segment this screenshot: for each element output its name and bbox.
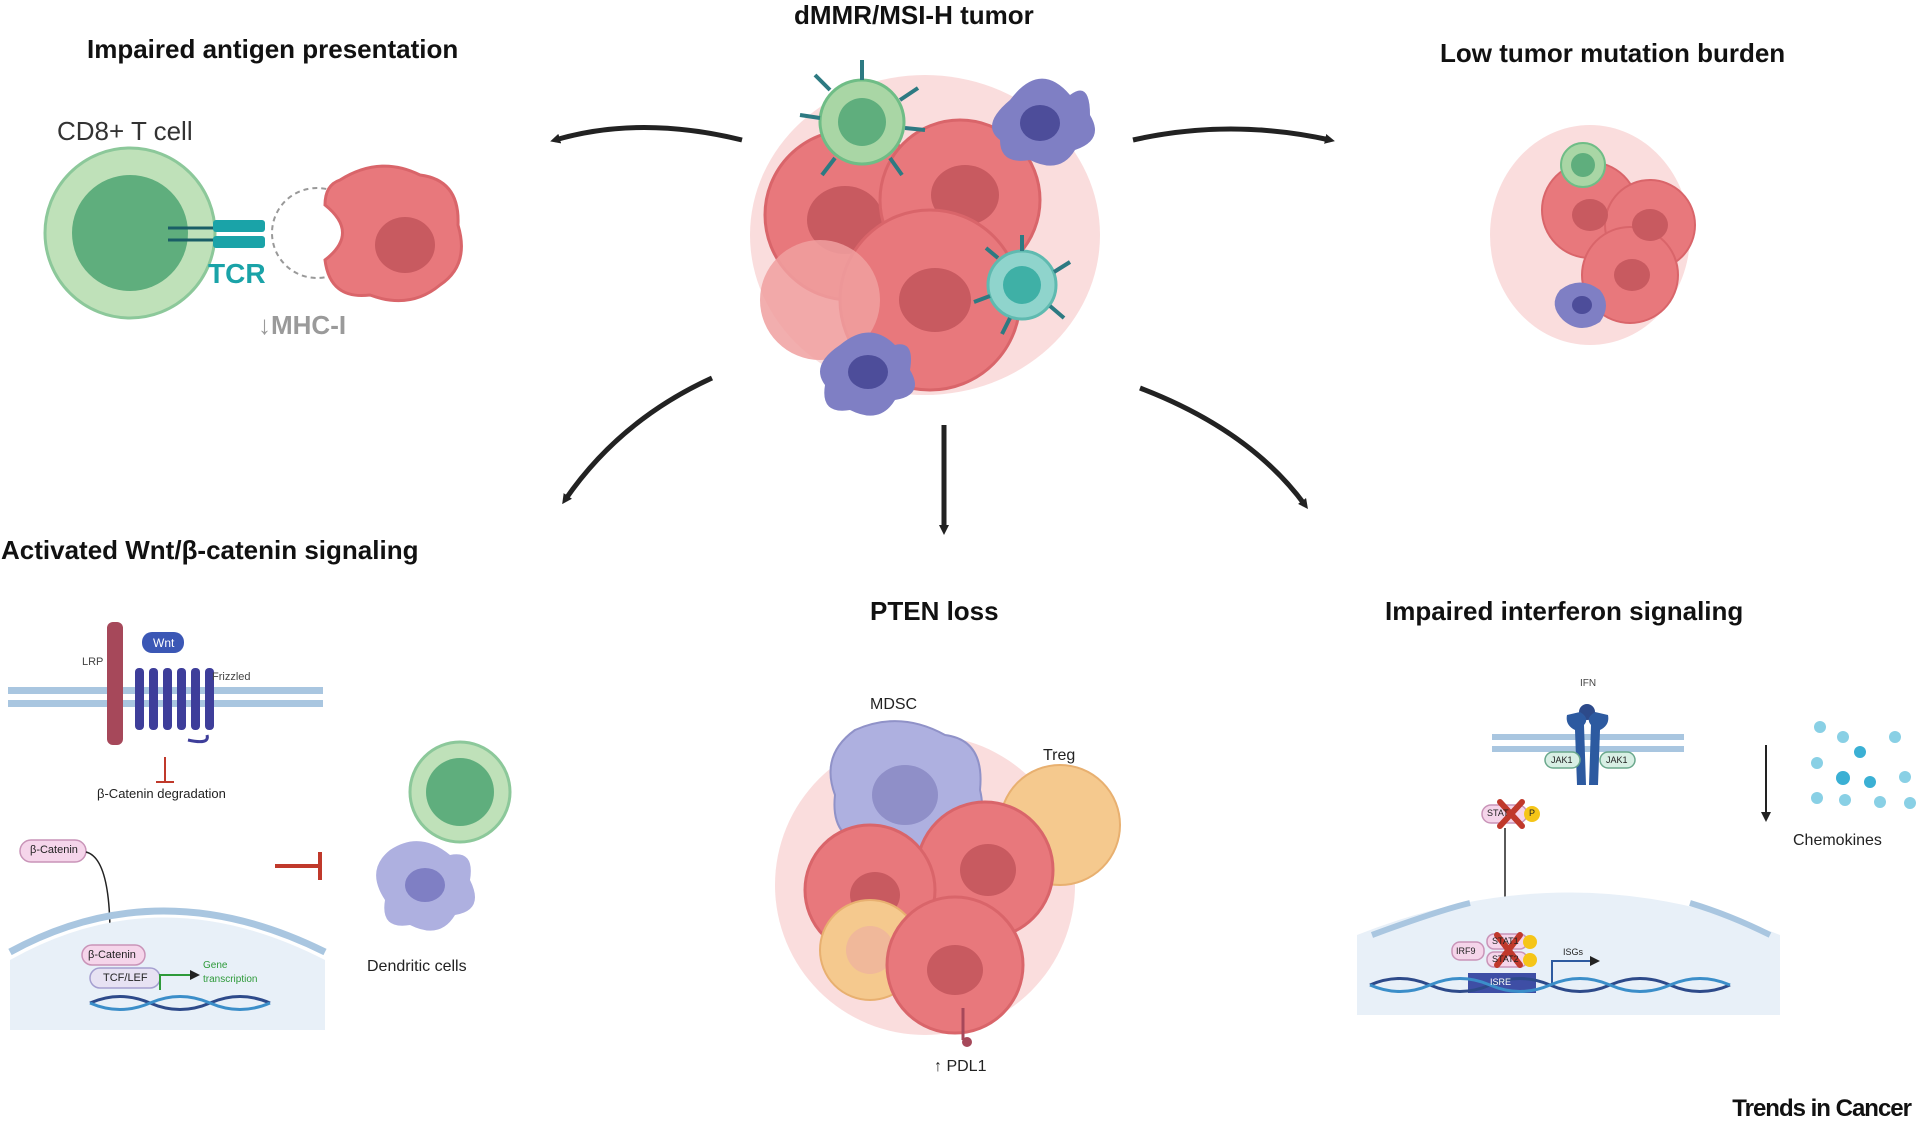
tumor-nucleus: [375, 217, 435, 273]
irf9: [1451, 941, 1485, 961]
cd8-label: CD8+ T cell: [57, 116, 193, 146]
block-x: [1497, 799, 1525, 829]
frizzled-label: Frizzled: [212, 671, 251, 683]
ifn-panel-art: [1357, 704, 1916, 1015]
pten-panel-art: [775, 720, 1121, 1047]
wnt-panel-art: [8, 622, 512, 1030]
p-label: P: [1529, 808, 1536, 818]
tumor-nucleus: [931, 165, 999, 225]
central-tumor: [750, 60, 1100, 416]
arrow-to-antigen: [550, 125, 743, 144]
ifn-label: IFN: [1580, 678, 1597, 689]
tumor-nucleus: [899, 268, 971, 332]
beta-catenin-nuc-label: β-Catenin: [88, 949, 136, 961]
journal-brand: Trends in Cancer: [1732, 1095, 1912, 1122]
tmb-panel-title: Low tumor mutation burden: [1440, 38, 1786, 68]
t-cell-nucleus: [1003, 266, 1041, 304]
dendritic-cells-label: Dendritic cells: [367, 958, 467, 975]
dc-nucleus: [1020, 105, 1060, 141]
dc-nucleus: [848, 355, 888, 389]
tcr-spikes: [973, 235, 1072, 335]
arrows: [550, 125, 1335, 535]
lrp-receptor: [107, 622, 123, 745]
jak1-right: [1599, 751, 1636, 769]
wnt-ligand: [142, 632, 184, 653]
gene-label-2: transcription: [203, 974, 258, 985]
antigen-panel-art: [43, 146, 463, 320]
arrow-to-tmb: [1132, 126, 1335, 144]
stat2-label: STAT2: [1492, 954, 1519, 964]
treg-label: Treg: [1043, 747, 1076, 764]
beta-catenin-degradation-label: β-Catenin degradation: [97, 786, 226, 801]
wnt-label: Wnt: [153, 636, 175, 650]
isgs-label: ISGs: [1563, 947, 1584, 957]
arrow-to-wnt: [562, 375, 714, 505]
pdl1-label: ↑ PDL1: [934, 1058, 987, 1075]
ifn-panel-title: Impaired interferon signaling: [1385, 596, 1744, 626]
pten-panel-title: PTEN loss: [870, 596, 999, 626]
beta-catenin-cytoplasm: [19, 839, 87, 863]
gene-label-1: Gene: [203, 960, 228, 971]
tcr-receptor: [213, 220, 265, 232]
beta-catenin-nuclear: [81, 944, 146, 966]
tcf-lef-label: TCF/LEF: [103, 972, 148, 984]
wnt-panel-title: Activated Wnt/β-catenin signaling: [1, 535, 419, 565]
jak1-right-label: JAK1: [1606, 755, 1628, 765]
stat-label: STAT: [1487, 808, 1509, 818]
chemokines-label: Chemokines: [1793, 832, 1882, 849]
cd8-nucleus: [72, 175, 188, 291]
tcr-receptor: [213, 236, 265, 248]
frizzled-receptor: [135, 668, 214, 730]
beta-catenin-cyto-label: β-Catenin: [30, 844, 78, 856]
antigen-panel-title: Impaired antigen presentation: [87, 34, 459, 64]
tmb-panel-art: [1490, 125, 1696, 345]
lrp-label: LRP: [82, 656, 104, 668]
jak1-left: [1544, 751, 1581, 769]
tcr-label: TCR: [208, 258, 266, 289]
mhc-label: ↓MHC-I: [258, 310, 347, 340]
mdsc-label: MDSC: [870, 696, 918, 713]
central-title: dMMR/MSI-H tumor: [794, 0, 1034, 30]
chemokine-dots: [1811, 721, 1916, 809]
tumor-cell: [760, 240, 880, 360]
irf9-label: IRF9: [1456, 946, 1476, 956]
jak1-left-label: JAK1: [1551, 755, 1573, 765]
t-cell-nucleus: [838, 98, 886, 146]
tcr-spikes: [799, 60, 926, 177]
arrow-to-ifn: [1139, 385, 1308, 510]
stat1-label: STAT1: [1492, 936, 1519, 946]
isre-label: ISRE: [1490, 977, 1512, 987]
